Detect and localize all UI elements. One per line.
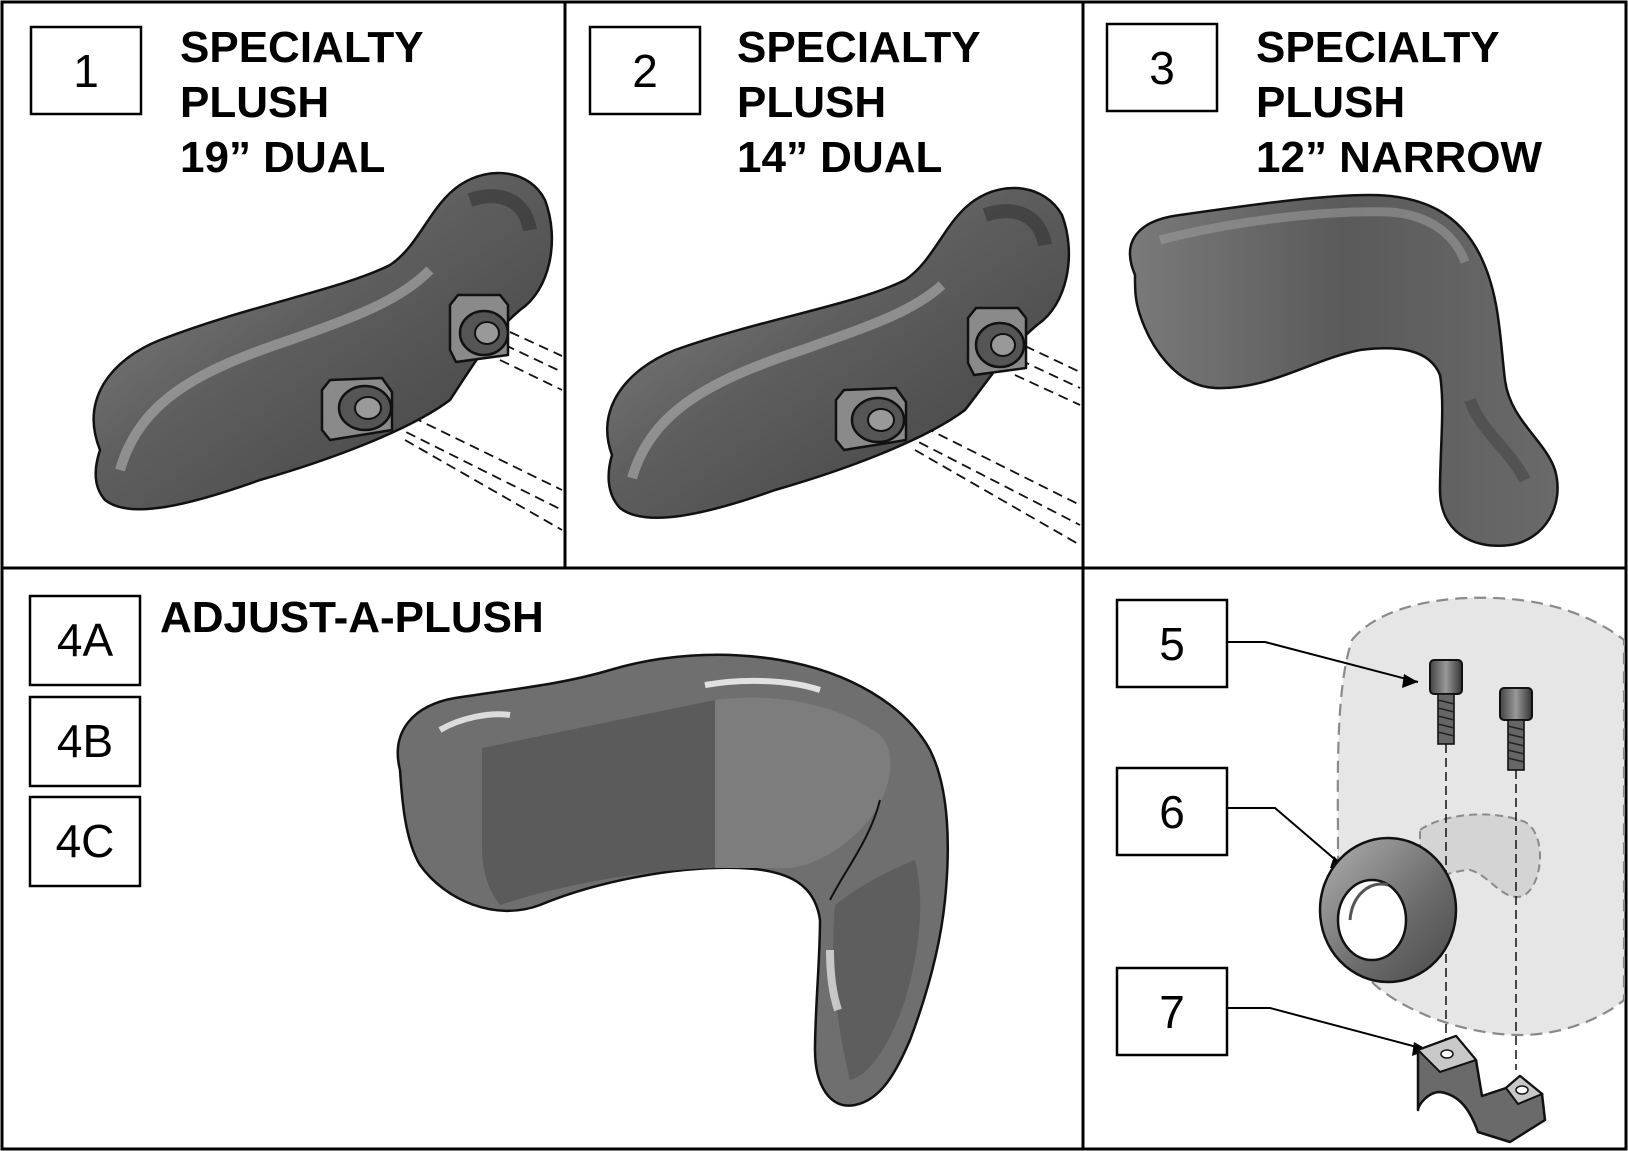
mounting-bracket — [966, 306, 1028, 377]
panel-title-line: 19” DUAL — [180, 133, 385, 182]
part-number: 7 — [1159, 986, 1185, 1038]
mounting-bracket — [320, 376, 394, 442]
part-number-box — [28, 695, 142, 788]
part-number-box — [29, 25, 143, 116]
part-number-box — [1115, 966, 1229, 1057]
part-number-box — [1105, 22, 1219, 113]
panel-title-line: PLUSH — [1256, 78, 1405, 127]
part-number: 3 — [1149, 42, 1175, 94]
panel-title-line: SPECIALTY — [737, 23, 981, 72]
panel-title-line: SPECIALTY — [180, 23, 424, 72]
split-clamp — [1416, 1034, 1547, 1144]
panel-title-line: PLUSH — [180, 78, 329, 127]
part-number: 4B — [57, 715, 113, 767]
panel-title-line: SPECIALTY — [1256, 23, 1500, 72]
panel-title-line: 14” DUAL — [737, 133, 942, 182]
leader-lines — [1227, 641, 1429, 1051]
part-number: 4A — [57, 614, 114, 666]
support-rods — [904, 345, 1081, 546]
bolt — [1429, 659, 1463, 745]
headrest-pad — [92, 171, 554, 511]
part-number: 5 — [1159, 618, 1185, 670]
part-number: 6 — [1159, 786, 1185, 838]
panel-1: 1 SPECIALTY PLUSH 19” DUAL — [29, 23, 563, 531]
part-number-box — [588, 25, 702, 116]
headrest-pad — [1128, 193, 1559, 547]
part-number: 2 — [632, 45, 658, 97]
panel-5: 5 6 7 — [1115, 596, 1626, 1144]
part-number-box — [1115, 598, 1229, 689]
panel-title: ADJUST-A-PLUSH — [160, 593, 544, 642]
panel-3: 3 SPECIALTY PLUSH 12” NARROW — [1105, 22, 1559, 547]
part-number: 1 — [73, 45, 99, 97]
support-rods — [391, 331, 563, 531]
panel-title-line: 12” NARROW — [1256, 133, 1542, 182]
panel-4: 4A 4B 4C ADJUST-A-PLUSH — [28, 593, 950, 1107]
part-number-box — [1115, 766, 1229, 857]
mounting-bracket — [448, 293, 510, 364]
bolt — [1499, 687, 1533, 771]
part-number: 4C — [56, 815, 115, 867]
panel-2: 2 SPECIALTY PLUSH 14” DUAL — [588, 23, 1081, 546]
part-number-box — [28, 594, 142, 687]
spacer-ring — [1318, 836, 1458, 984]
mounting-bracket — [834, 386, 908, 452]
headrest-pad — [606, 186, 1071, 519]
part-number-box — [28, 795, 142, 888]
panel-title-line: PLUSH — [737, 78, 886, 127]
